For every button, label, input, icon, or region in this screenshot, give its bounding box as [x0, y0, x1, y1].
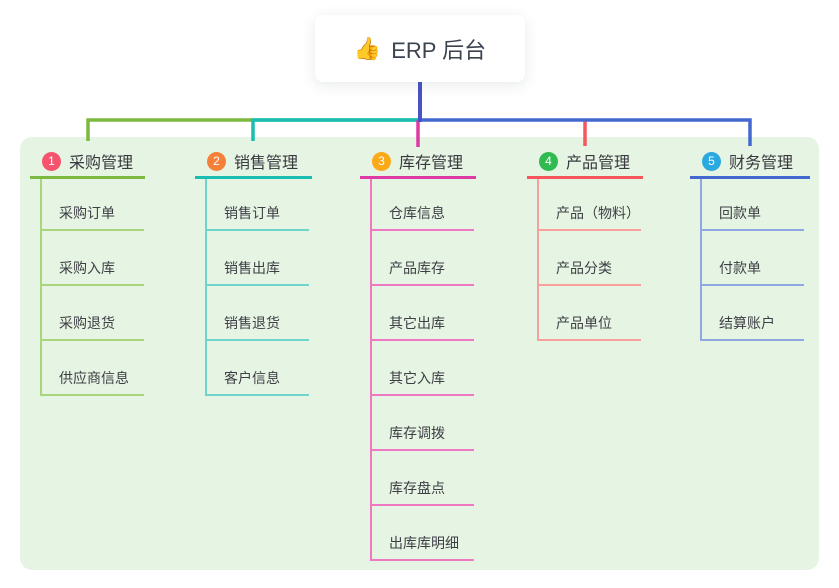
child-node[interactable]: 其它入库: [372, 341, 474, 396]
child-node[interactable]: 结算账户: [702, 286, 804, 341]
priority-badge-1: 1: [42, 151, 61, 171]
child-label: 客户信息: [224, 370, 280, 386]
topic-label: 财务管理: [729, 155, 794, 172]
child-label: 销售出库: [224, 260, 280, 276]
child-node[interactable]: 产品（物料）: [539, 179, 641, 231]
child-label: 采购入库: [59, 260, 115, 276]
branch-finance: 5 财务管理 回款单 付款单 结算账户: [690, 146, 810, 341]
child-node[interactable]: 产品单位: [539, 286, 641, 341]
children-group: 仓库信息 产品库存 其它出库 其它入库 库存调拨 库存盘点 出库库明细: [370, 179, 474, 561]
children-group: 销售订单 销售出库 销售退货 客户信息: [205, 179, 309, 396]
child-node[interactable]: 采购退货: [42, 286, 144, 341]
child-node[interactable]: 库存调拨: [372, 396, 474, 451]
topic-node-sales[interactable]: 2 销售管理: [195, 146, 312, 179]
topic-label: 采购管理: [69, 155, 134, 172]
child-node[interactable]: 仓库信息: [372, 179, 474, 231]
child-label: 结算账户: [719, 315, 775, 331]
child-node[interactable]: 采购入库: [42, 231, 144, 286]
child-node[interactable]: 回款单: [702, 179, 804, 231]
child-label: 供应商信息: [59, 370, 129, 386]
child-label: 出库库明细: [389, 535, 459, 551]
root-node-label: ERP 后台: [391, 37, 487, 63]
children-group: 采购订单 采购入库 采购退货 供应商信息: [40, 179, 144, 396]
child-label: 库存调拨: [389, 425, 445, 441]
child-label: 其它出库: [389, 315, 445, 331]
child-label: 采购订单: [59, 205, 115, 221]
child-label: 采购退货: [59, 315, 115, 331]
child-label: 其它入库: [389, 370, 445, 386]
topic-node-finance[interactable]: 5 财务管理: [690, 146, 810, 179]
topic-node-purchase[interactable]: 1 采购管理: [30, 146, 145, 179]
child-label: 销售退货: [224, 315, 280, 331]
branch-product: 4 产品管理 产品（物料） 产品分类 产品单位: [527, 146, 643, 341]
child-node[interactable]: 产品库存: [372, 231, 474, 286]
branch-inventory: 3 库存管理 仓库信息 产品库存 其它出库 其它入库 库存调拨 库存盘点 出库库…: [360, 146, 476, 561]
topic-label: 销售管理: [234, 155, 299, 172]
priority-badge-4: 4: [539, 151, 558, 171]
child-label: 库存盘点: [389, 480, 445, 496]
children-group: 回款单 付款单 结算账户: [700, 179, 804, 341]
child-label: 产品分类: [556, 260, 612, 276]
child-node[interactable]: 出库库明细: [372, 506, 474, 561]
topic-label: 库存管理: [399, 155, 464, 172]
child-label: 付款单: [719, 260, 761, 276]
priority-badge-5: 5: [702, 151, 721, 171]
topic-label: 产品管理: [566, 155, 631, 172]
branch-sales: 2 销售管理 销售订单 销售出库 销售退货 客户信息: [195, 146, 312, 396]
child-label: 产品（物料）: [556, 205, 640, 221]
topic-node-inventory[interactable]: 3 库存管理: [360, 146, 476, 179]
child-node[interactable]: 其它出库: [372, 286, 474, 341]
child-node[interactable]: 销售出库: [207, 231, 309, 286]
priority-badge-2: 2: [207, 151, 226, 171]
thumbs-up-icon: 👍: [353, 35, 382, 61]
child-node[interactable]: 付款单: [702, 231, 804, 286]
priority-badge-3: 3: [372, 151, 391, 171]
child-label: 产品库存: [389, 260, 445, 276]
child-label: 仓库信息: [389, 205, 445, 221]
child-node[interactable]: 供应商信息: [42, 341, 144, 396]
child-node[interactable]: 库存盘点: [372, 451, 474, 506]
branch-purchase: 1 采购管理 采购订单 采购入库 采购退货 供应商信息: [30, 146, 145, 396]
root-node-erp[interactable]: 👍 ERP 后台: [315, 15, 525, 82]
child-node[interactable]: 采购订单: [42, 179, 144, 231]
mindmap-background-panel: [20, 137, 819, 570]
child-label: 产品单位: [556, 315, 612, 331]
children-group: 产品（物料） 产品分类 产品单位: [537, 179, 641, 341]
child-node[interactable]: 客户信息: [207, 341, 309, 396]
child-node[interactable]: 销售退货: [207, 286, 309, 341]
child-label: 销售订单: [224, 205, 280, 221]
topic-node-product[interactable]: 4 产品管理: [527, 146, 643, 179]
child-node[interactable]: 销售订单: [207, 179, 309, 231]
child-label: 回款单: [719, 205, 761, 221]
child-node[interactable]: 产品分类: [539, 231, 641, 286]
